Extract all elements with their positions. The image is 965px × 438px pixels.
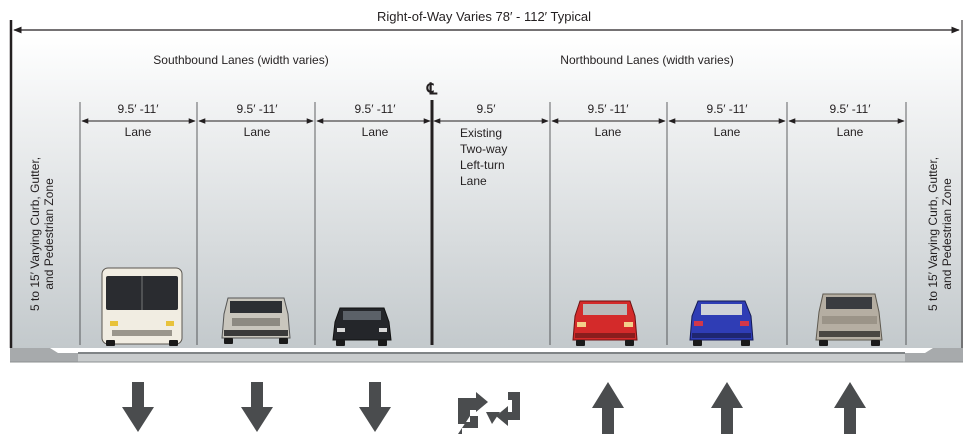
red-car-light-right xyxy=(624,322,633,327)
left-side-zone-label: 5 to 15′ Varying Curb, Gutter, and Pedes… xyxy=(28,157,56,311)
arrow-down-icon xyxy=(122,382,154,432)
arrow-down-icon xyxy=(241,382,273,432)
wheel xyxy=(741,340,750,346)
bus-icon xyxy=(101,267,183,346)
turn-arrow-bottom xyxy=(496,392,520,426)
pickup-icon xyxy=(815,293,883,346)
wheel xyxy=(169,340,178,346)
wheel xyxy=(106,340,115,346)
turn-arrow-center xyxy=(486,412,500,424)
sedan-headlight-left xyxy=(337,328,345,332)
lane-2-label: Lane xyxy=(243,125,271,139)
arrow-shape xyxy=(592,382,624,434)
sedan-icon xyxy=(332,307,392,346)
wheel xyxy=(279,338,288,344)
sedan-windshield xyxy=(343,311,381,320)
row-title: Right-of-Way Varies 78′ - 112′ Typical xyxy=(377,9,591,24)
bus-headlight-left xyxy=(110,321,118,326)
lane-5-label: Lane xyxy=(594,125,622,139)
two-way-turn-arrow-icon xyxy=(458,392,520,434)
arrow-up-icon xyxy=(592,382,624,434)
left-side-zone-line-1: 5 to 15′ Varying Curb, Gutter, xyxy=(28,156,42,311)
pickup-tailgate xyxy=(822,316,877,324)
turn-arrow-top xyxy=(458,392,488,424)
arrow-down-icon xyxy=(359,382,391,432)
bus-bumper xyxy=(112,330,172,336)
red-car-icon xyxy=(572,300,638,346)
wheel xyxy=(625,340,634,346)
lane-4-label-line-1: Existing xyxy=(460,126,503,140)
arrow-shape xyxy=(359,382,391,432)
northbound-label: Northbound Lanes (width varies) xyxy=(560,53,734,67)
left-curb xyxy=(10,348,78,362)
centerline-symbol: ℄ xyxy=(426,81,438,98)
wheel xyxy=(224,338,233,344)
suv-icon xyxy=(221,297,291,344)
wheel xyxy=(336,340,345,346)
arrow-shape xyxy=(834,382,866,434)
blue-car-light-left xyxy=(694,321,703,326)
suv-windshield xyxy=(230,301,282,313)
suv-bumper xyxy=(224,330,288,336)
lane-4-label-line-2: Two-way xyxy=(460,142,508,156)
arrow-shape xyxy=(711,382,743,434)
lane-1-width: 9.5′ -11′ xyxy=(117,102,159,116)
lane-5-width: 9.5′ -11′ xyxy=(587,102,629,116)
arrow-shape xyxy=(241,382,273,432)
right-curb xyxy=(905,348,963,362)
lane-3-label: Lane xyxy=(361,125,389,139)
lane-3-width: 9.5′ -11′ xyxy=(354,102,396,116)
arrow-up-icon xyxy=(711,382,743,434)
blue-car-light-right xyxy=(740,321,749,326)
lane-4-width: 9.5′ xyxy=(476,102,496,116)
left-side-zone-line-2: and Pedestrian Zone xyxy=(42,178,56,290)
red-car-light-left xyxy=(577,322,586,327)
wheel xyxy=(693,340,702,346)
lane-6-width: 9.5′ -11′ xyxy=(706,102,748,116)
sedan-headlight-right xyxy=(379,328,387,332)
roadway-surface xyxy=(78,353,905,362)
lane-4-label: Existing Two-way Left-turn Lane xyxy=(460,125,507,189)
lane-4-label-line-4: Lane xyxy=(460,174,487,188)
lane-1-label: Lane xyxy=(124,125,152,139)
suv-grille xyxy=(232,318,280,326)
pickup-rear-window xyxy=(826,297,872,309)
pickup-bumper xyxy=(819,331,880,337)
wheel xyxy=(819,340,828,346)
red-car-bumper xyxy=(575,333,635,338)
lane-6-label: Lane xyxy=(713,125,741,139)
blue-car-rear-window xyxy=(701,304,742,315)
wheel xyxy=(871,340,880,346)
blue-car-icon xyxy=(689,300,754,346)
red-car-rear-window xyxy=(583,304,627,315)
arrow-up-icon xyxy=(834,382,866,434)
right-side-zone-line-1: 5 to 15′ Varying Curb, Gutter, xyxy=(926,156,940,311)
lane-7-width: 9.5′ -11′ xyxy=(829,102,871,116)
bus-headlight-right xyxy=(166,321,174,326)
lane-2-width: 9.5′ -11′ xyxy=(236,102,278,116)
arrow-shape xyxy=(122,382,154,432)
wheel xyxy=(576,340,585,346)
lane-4-label-line-3: Left-turn xyxy=(460,158,505,172)
lane-7-label: Lane xyxy=(836,125,864,139)
southbound-label: Southbound Lanes (width varies) xyxy=(153,53,329,67)
wheel xyxy=(378,340,387,346)
blue-car-bumper xyxy=(692,333,751,338)
right-side-zone-label: 5 to 15′ Varying Curb, Gutter, and Pedes… xyxy=(926,157,954,311)
right-side-zone-line-2: and Pedestrian Zone xyxy=(940,178,954,290)
